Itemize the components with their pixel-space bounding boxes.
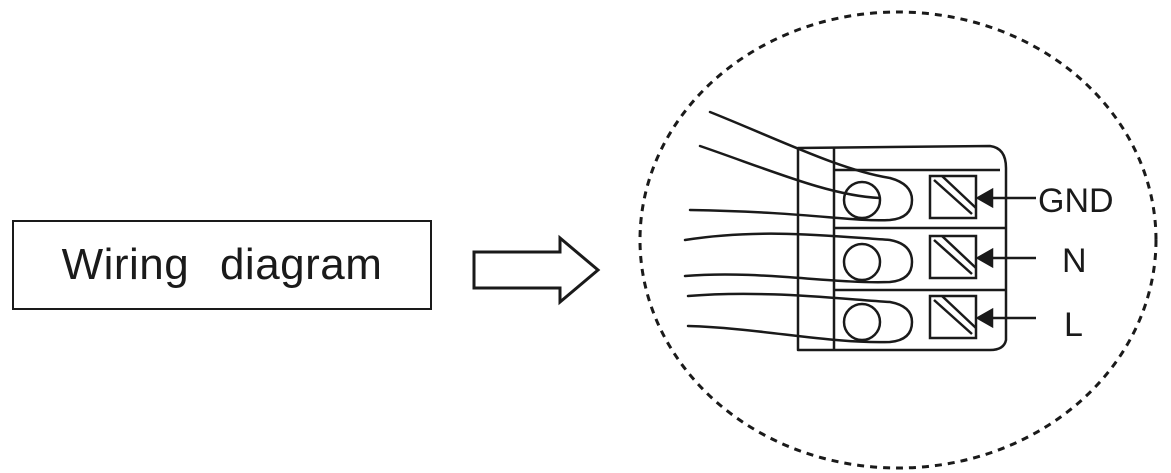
arrowhead-n-icon	[975, 247, 994, 269]
wiring-diagram-label: Wiring diagram	[61, 240, 383, 289]
terminal-screws	[928, 174, 978, 340]
terminal-screw-gnd	[928, 174, 978, 220]
leader-lines	[975, 187, 1036, 329]
detail-circle	[638, 10, 1158, 470]
wires	[683, 110, 914, 344]
arrowhead-l-icon	[975, 307, 994, 329]
right-arrow-icon	[472, 234, 601, 306]
terminal-label-gnd: GND	[1038, 182, 1114, 220]
terminal-screw-l	[928, 294, 978, 340]
terminal-screw-n	[928, 234, 978, 280]
wiring-diagram-label-box: Wiring diagram	[12, 220, 432, 310]
terminal-label-l: L	[1064, 306, 1083, 344]
terminal-label-n: N	[1062, 242, 1087, 280]
arrowhead-gnd-icon	[975, 187, 994, 209]
wire-holes	[842, 180, 882, 342]
